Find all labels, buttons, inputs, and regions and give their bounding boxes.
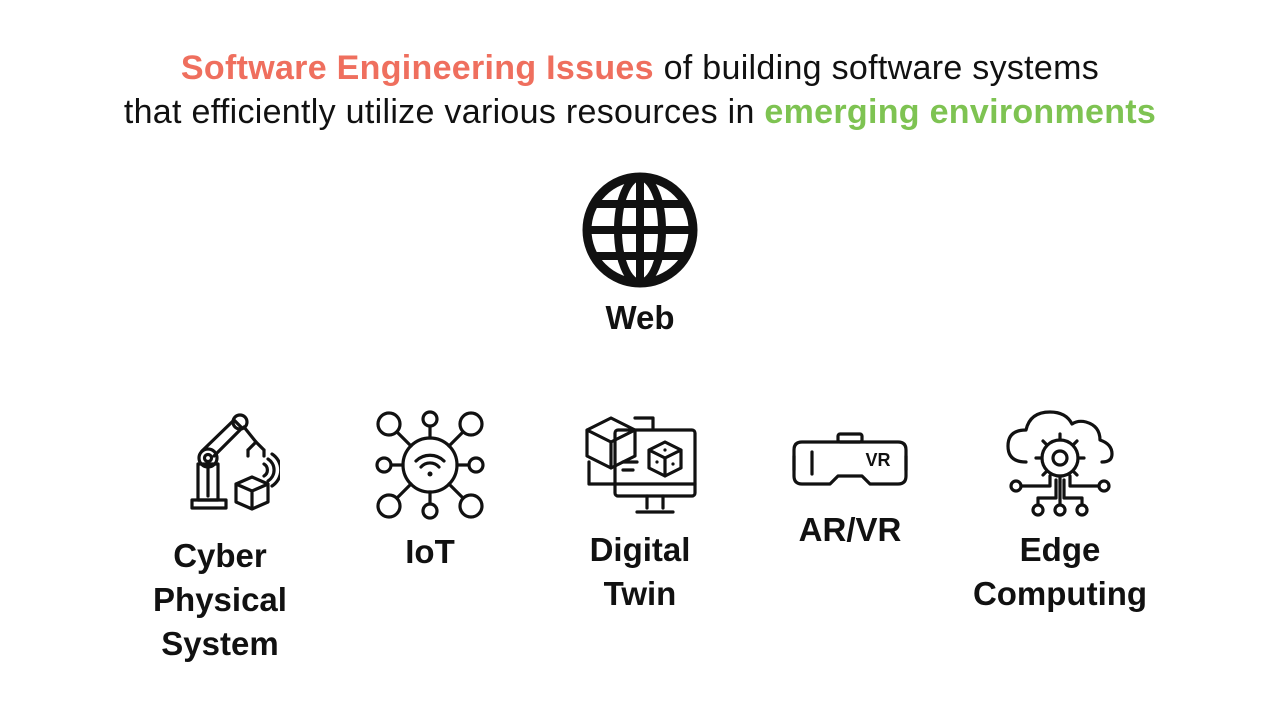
iot-label: IoT [405,533,455,570]
edge-cloud-icon [1006,410,1114,517]
cps-item: Cyber Physical System [130,408,310,666]
edge-item: Edge Computing [960,404,1160,616]
slide-title: Software Engineering Issues of building … [0,46,1280,134]
title-line-2-start: that efficiently utilize various resourc… [123,93,765,131]
title-line-1-rest: of building software systems [653,49,1100,87]
title-line-1: Software Engineering Issues of building … [0,46,1280,90]
iot-item: IoT [360,406,500,574]
digital-twin-icon [585,416,697,514]
arvr-item: VR AR/VR [780,428,920,552]
vr-headset-icon: VR [792,432,908,486]
cps-label-line-1: Cyber [173,537,267,574]
robot-arm-icon [190,413,280,511]
cps-label-line-2: Physical [153,581,287,618]
globe-icon [582,172,698,288]
web-label: Web [605,299,675,336]
cps-label-line-3: System [161,625,279,662]
title-highlight-environments: emerging environments [764,93,1157,131]
title-line-2: that efficiently utilize various resourc… [0,90,1280,134]
digital-twin-label-line-2: Twin [603,575,677,612]
vr-badge: VR [865,450,890,470]
title-highlight-issues: Software Engineering Issues [180,49,654,87]
digital-twin-label-line-1: Digital [589,531,691,568]
edge-label-line-2: Computing [972,575,1148,612]
iot-network-icon [375,410,485,520]
digital-twin-item: Digital Twin [570,406,710,616]
edge-label-line-1: Edge [1019,531,1101,568]
arvr-label: AR/VR [798,511,902,548]
web-item: Web [560,172,720,340]
